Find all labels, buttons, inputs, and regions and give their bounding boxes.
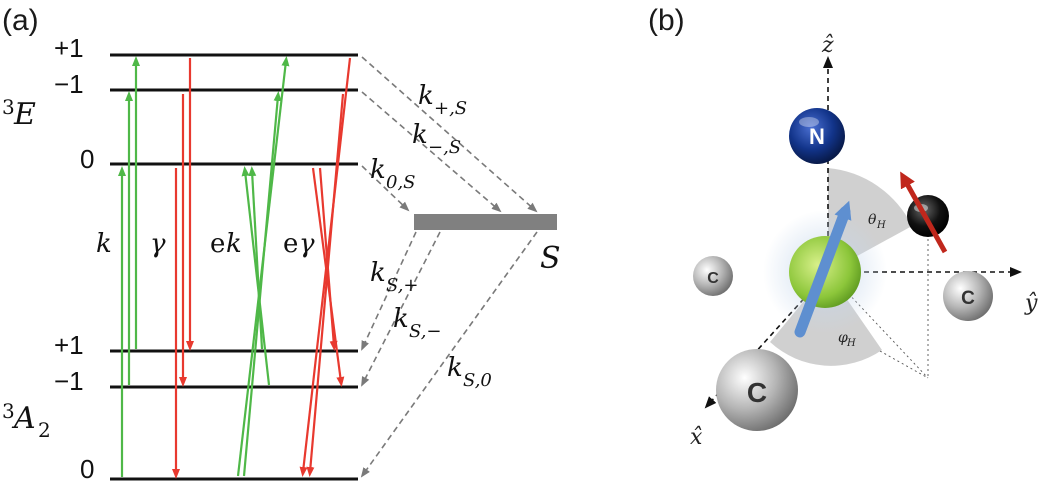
carbon-front-label: C <box>747 377 767 408</box>
panel-a-label: (a) <box>2 4 39 37</box>
rate-base: k <box>393 304 409 334</box>
label-egamma-gamma: γ <box>299 229 315 259</box>
singlet-label: S <box>540 241 561 276</box>
crossed-excitation-arrows-ek <box>236 56 290 477</box>
rate-base: k <box>447 353 463 383</box>
singlet-level-bar <box>414 214 557 230</box>
carbon-left-label: C <box>707 270 719 287</box>
level-label-excited-minus1: −1 <box>54 69 84 99</box>
label-ek-e: e <box>210 229 225 259</box>
excited-multiplicity: 3 <box>2 95 15 119</box>
carbon-atom-left <box>693 256 733 296</box>
theta-label: θ H <box>868 212 886 231</box>
rate-label-k-s-minus: k S,− <box>393 304 442 342</box>
rate-subscript: S,− <box>409 321 442 342</box>
y-axis-label: ŷ <box>1024 291 1038 316</box>
ground-multiplicity: 3 <box>2 399 15 423</box>
rate-base: k <box>370 258 386 288</box>
projection-line <box>827 271 929 379</box>
excited-term-symbol: E <box>13 97 36 132</box>
panel-b-label: (b) <box>648 4 685 37</box>
rate-subscript: 0,S <box>386 172 416 193</box>
rate-base: k <box>412 120 428 150</box>
carbon-right-label: C <box>961 288 975 309</box>
dashed-arrow-k-s-plus <box>361 231 417 351</box>
label-gamma: γ <box>150 229 166 259</box>
nitrogen-highlight <box>799 117 819 127</box>
nv-axis-arrow <box>794 200 852 338</box>
level-label-ground-0: 0 <box>80 454 94 481</box>
level-label-excited-0: 0 <box>80 144 94 174</box>
label-egamma-e: e <box>283 229 298 259</box>
rate-subscript: S,0 <box>463 370 492 391</box>
hydrogen-atom <box>907 195 949 237</box>
dashed-arrow-k-minus-s <box>361 91 502 213</box>
red-arrow <box>306 93 345 477</box>
carbon-atom-right <box>943 271 993 321</box>
level-label-ground-plus1: +1 <box>54 330 84 360</box>
phi-symbol: φ <box>838 330 848 346</box>
dashed-arrow-k-s-0 <box>360 231 538 478</box>
rate-subscript: +,S <box>434 98 467 119</box>
decay-arrows-gamma <box>172 58 194 479</box>
rate-label-k-plus-s: k +,S <box>418 81 467 119</box>
green-arrow <box>248 166 264 350</box>
energy-level-lines <box>110 53 358 481</box>
level-label-excited-plus1: +1 <box>54 33 84 63</box>
z-axis-label: ẑ <box>821 33 834 58</box>
rate-base: k <box>370 155 386 185</box>
rate-label-k-minus-s: k −,S <box>412 120 461 158</box>
green-arrow <box>242 91 282 477</box>
projection-line <box>879 350 929 379</box>
intersystem-crossing-arrows <box>360 56 538 478</box>
label-ek-k: k <box>226 229 242 259</box>
crossed-decay-arrows-egamma <box>299 57 352 477</box>
dashed-arrow-k-s-minus <box>361 231 441 387</box>
x-axis-label: x̂ <box>690 425 703 450</box>
excitation-arrows-k <box>118 56 140 477</box>
dashed-arrow-k-plus-s <box>361 56 538 213</box>
nitrogen-atom <box>789 108 845 164</box>
label-k: k <box>96 229 112 259</box>
phi-label: φ H <box>838 330 856 349</box>
rate-label-k-s-0: k S,0 <box>447 353 492 391</box>
ground-term-subscript: 2 <box>38 418 51 442</box>
phi-subscript: H <box>846 338 856 349</box>
ground-term-symbol: A <box>11 401 36 436</box>
rate-base: k <box>418 81 434 111</box>
theta-subscript: H <box>876 220 886 231</box>
level-label-ground-minus1: −1 <box>54 366 84 396</box>
theta-symbol: θ <box>868 212 877 228</box>
rate-subscript: −,S <box>428 137 461 158</box>
rate-label-k-s-plus: k S,+ <box>370 258 419 296</box>
projection-lines <box>827 224 929 379</box>
nitrogen-label: N <box>809 124 825 149</box>
carbon-atom-front <box>716 349 798 431</box>
dashed-arrow-k-0-s <box>361 165 410 212</box>
red-arrow <box>318 167 338 351</box>
rate-label-k-0-s: k 0,S <box>370 155 416 193</box>
rate-subscript: S,+ <box>386 275 419 296</box>
field-direction-arrow <box>900 171 948 254</box>
